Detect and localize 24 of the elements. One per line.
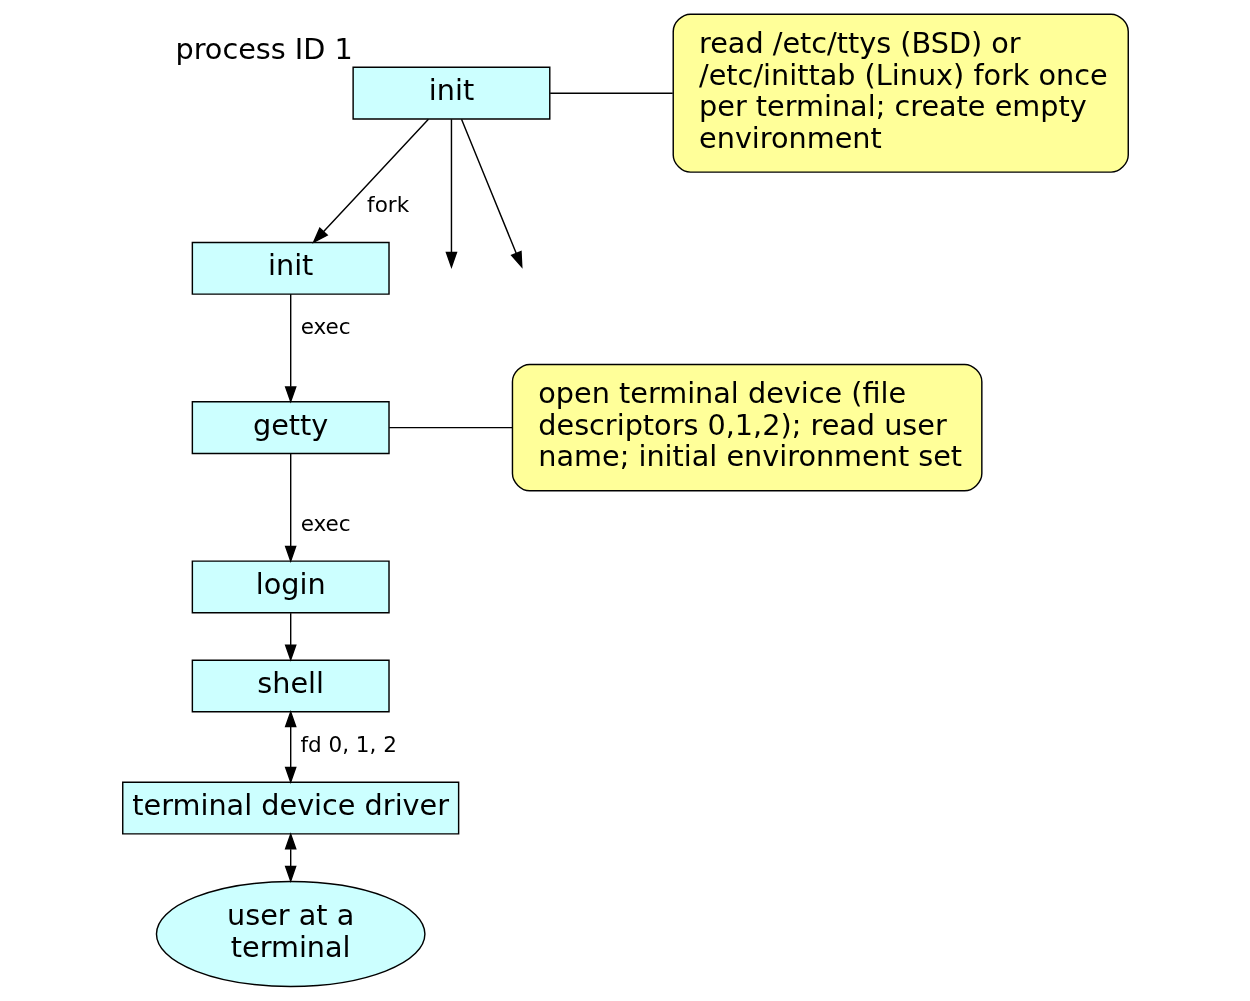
connector [387, 426, 513, 429]
node-box: login [191, 560, 390, 614]
arrow [284, 709, 297, 785]
connector [548, 92, 673, 94]
node-label: process ID 1 [174, 31, 353, 66]
node-box: terminal device driver [121, 781, 459, 835]
arrow [284, 612, 297, 662]
edge-label: exec [300, 314, 351, 340]
arrow [444, 118, 457, 269]
node-box: init [191, 241, 390, 295]
edge-label: exec [300, 510, 351, 536]
edge-label: fork [366, 192, 409, 218]
arrow [311, 118, 429, 244]
edge-label: fd 0, 1, 2 [299, 732, 397, 758]
node-box: open terminal device (file descriptors 0,1,2); read user name; initial environment set [511, 363, 983, 492]
arrow [284, 293, 297, 404]
arrow [460, 118, 523, 269]
arrow [284, 832, 297, 883]
node-ellipse: user at a terminal [155, 880, 426, 988]
arrow [284, 452, 297, 563]
node-box: shell [191, 659, 390, 713]
node-box: getty [191, 401, 390, 455]
node-box: init [351, 66, 550, 120]
node-box: read /etc/ttys (BSD) or /etc/inittab (Linux) fork once per terminal; create empty environment [672, 13, 1129, 173]
